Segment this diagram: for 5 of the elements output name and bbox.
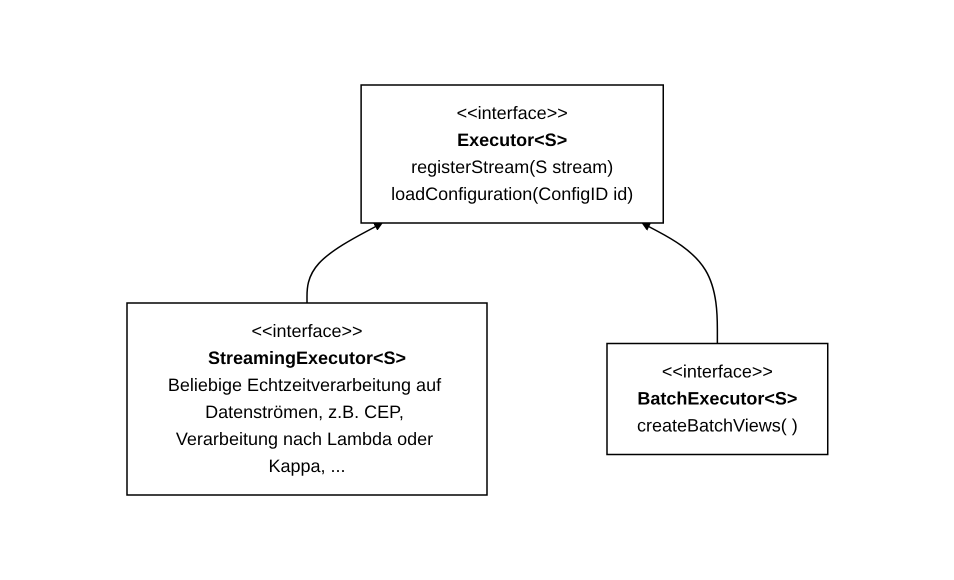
arrow bbox=[306, 222, 382, 303]
arrow bbox=[641, 222, 718, 344]
node-box: <<interface>> StreamingExecutor<S> Beliebige Echtzeitverarbeitung auf Datenströmen, z.B. CEP, Verarbeitung nach Lambda oder Kappa, ... bbox=[126, 302, 488, 496]
node-box: <<interface>> Executor<S> registerStream(S stream) loadConfiguration(ConfigID id) bbox=[360, 84, 664, 224]
node-box: <<interface>> BatchExecutor<S> createBatchViews( ) bbox=[606, 342, 828, 456]
